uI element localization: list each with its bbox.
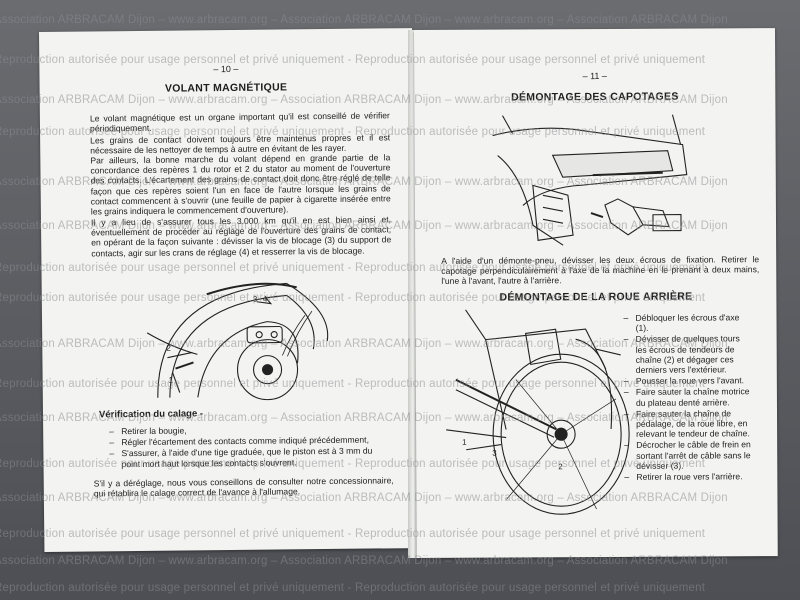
paragraph: A l'aide d'un démonte-pneu, dévisser les… (441, 254, 760, 287)
list-item: Faire sauter la chaîne motrice du platea… (624, 387, 752, 408)
section-subtitle: Vérification du calage - (98, 408, 204, 421)
list-item: Retirer la roue vers l'arrière. (624, 471, 752, 482)
paragraph-3: Par ailleurs, la bonne marche du volant … (90, 152, 391, 217)
closing-paragraph: S'il y a déréglage, nous vous conseillon… (93, 475, 394, 499)
figure-label-2: 2 (166, 344, 171, 353)
rear-wheel-figure: 1 2 3 (446, 309, 630, 515)
list-item: S'assurer, à l'aide d'une tige graduée, … (109, 446, 391, 469)
page-title: VOLANT MAGNÉTIQUE (164, 81, 288, 95)
page-title: DÉMONTAGE DES CAPOTAGES (511, 90, 679, 104)
figure-label-3: 3 (253, 295, 258, 304)
left-page: – 10 – VOLANT MAGNÉTIQUE Le volant magné… (39, 28, 418, 552)
list-item: Décrocher le câble de frein en sortant l… (624, 440, 752, 471)
bodywork-figure (492, 114, 688, 246)
page-number: – 11 – (582, 70, 607, 82)
list-item: Dévisser de quelques tours les écrous de… (624, 334, 752, 375)
paragraph-4: Il y a lieu de s'assurer tous les 3.000 … (90, 214, 392, 259)
page-number: – 10 – (213, 63, 239, 75)
list-item: Débloquer les écrous d'axe (1). (623, 312, 751, 333)
list-item: Faire sauter la chaîne de pédalage, de l… (624, 408, 752, 439)
right-page: – 11 – DÉMONTAGE DES CAPOTAGES A l'aide … (414, 28, 778, 558)
list-item: Pousser la roue vers l'avant. (624, 375, 752, 386)
figure-label-1: 1 (462, 438, 467, 447)
figure-label-1: 1 (169, 376, 174, 385)
figure-label-3: 3 (492, 449, 497, 458)
steps-list: Débloquer les écrous d'axe (1). Dévisser… (623, 312, 752, 483)
section-title: DÉMONTAGE DE LA ROUE ARRIÈRE (499, 290, 693, 304)
steps-list: Retirer la bougie, Régler l'écartement d… (109, 423, 391, 470)
book-spine (408, 30, 418, 558)
figure-label-2: 2 (558, 462, 563, 471)
paragraph-1: Le volant magnétique est un organe impor… (89, 110, 390, 134)
flywheel-figure: 2 1 3 4 (146, 282, 329, 401)
figure-label-4: 4 (263, 295, 268, 304)
